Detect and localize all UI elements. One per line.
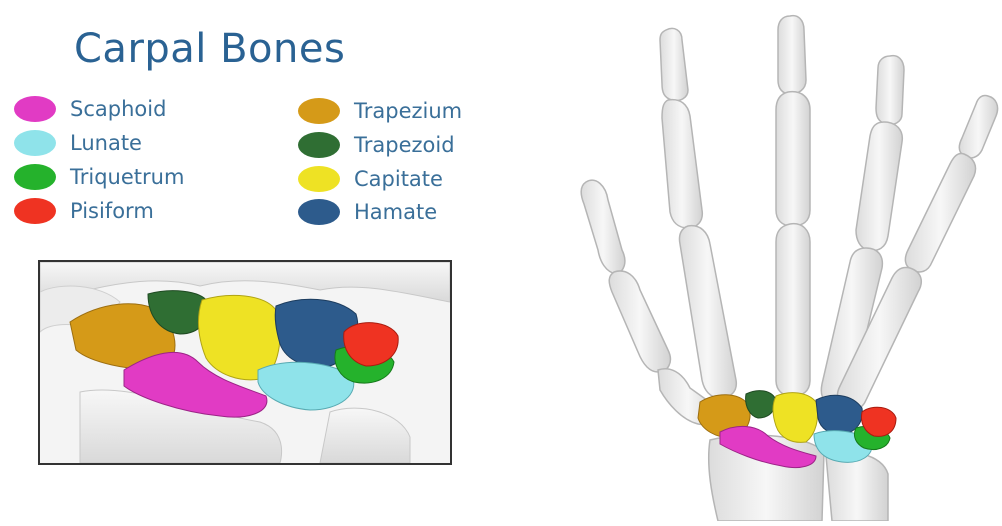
carpal-closeup-illustration xyxy=(40,262,450,463)
pisiform-color-dot xyxy=(14,198,56,224)
scaphoid-color-dot xyxy=(14,96,56,122)
legend-label: Lunate xyxy=(70,131,142,155)
hand-skeleton-image xyxy=(570,0,1002,521)
legend-item-capitate: Capitate xyxy=(298,166,443,192)
hamate-color-dot xyxy=(298,199,340,225)
legend-label: Trapezoid xyxy=(354,133,455,157)
legend-label: Trapezium xyxy=(354,99,462,123)
carpal-closeup-image xyxy=(38,260,452,465)
capitate-color-dot xyxy=(298,166,340,192)
legend-item-scaphoid: Scaphoid xyxy=(14,96,166,122)
legend-item-trapezoid: Trapezoid xyxy=(298,132,455,158)
trapezoid-color-dot xyxy=(298,132,340,158)
lunate-color-dot xyxy=(14,130,56,156)
trapezium-color-dot xyxy=(298,98,340,124)
page-title: Carpal Bones xyxy=(74,26,345,72)
legend-item-lunate: Lunate xyxy=(14,130,142,156)
legend-item-hamate: Hamate xyxy=(298,199,437,225)
legend-label: Capitate xyxy=(354,167,443,191)
triquetrum-color-dot xyxy=(14,164,56,190)
legend-item-pisiform: Pisiform xyxy=(14,198,154,224)
legend-label: Scaphoid xyxy=(70,97,166,121)
legend-label: Triquetrum xyxy=(70,165,184,189)
legend-item-trapezium: Trapezium xyxy=(298,98,462,124)
legend-label: Hamate xyxy=(354,200,437,224)
legend-label: Pisiform xyxy=(70,199,154,223)
legend-item-triquetrum: Triquetrum xyxy=(14,164,184,190)
hand-skeleton-illustration xyxy=(570,0,1002,521)
